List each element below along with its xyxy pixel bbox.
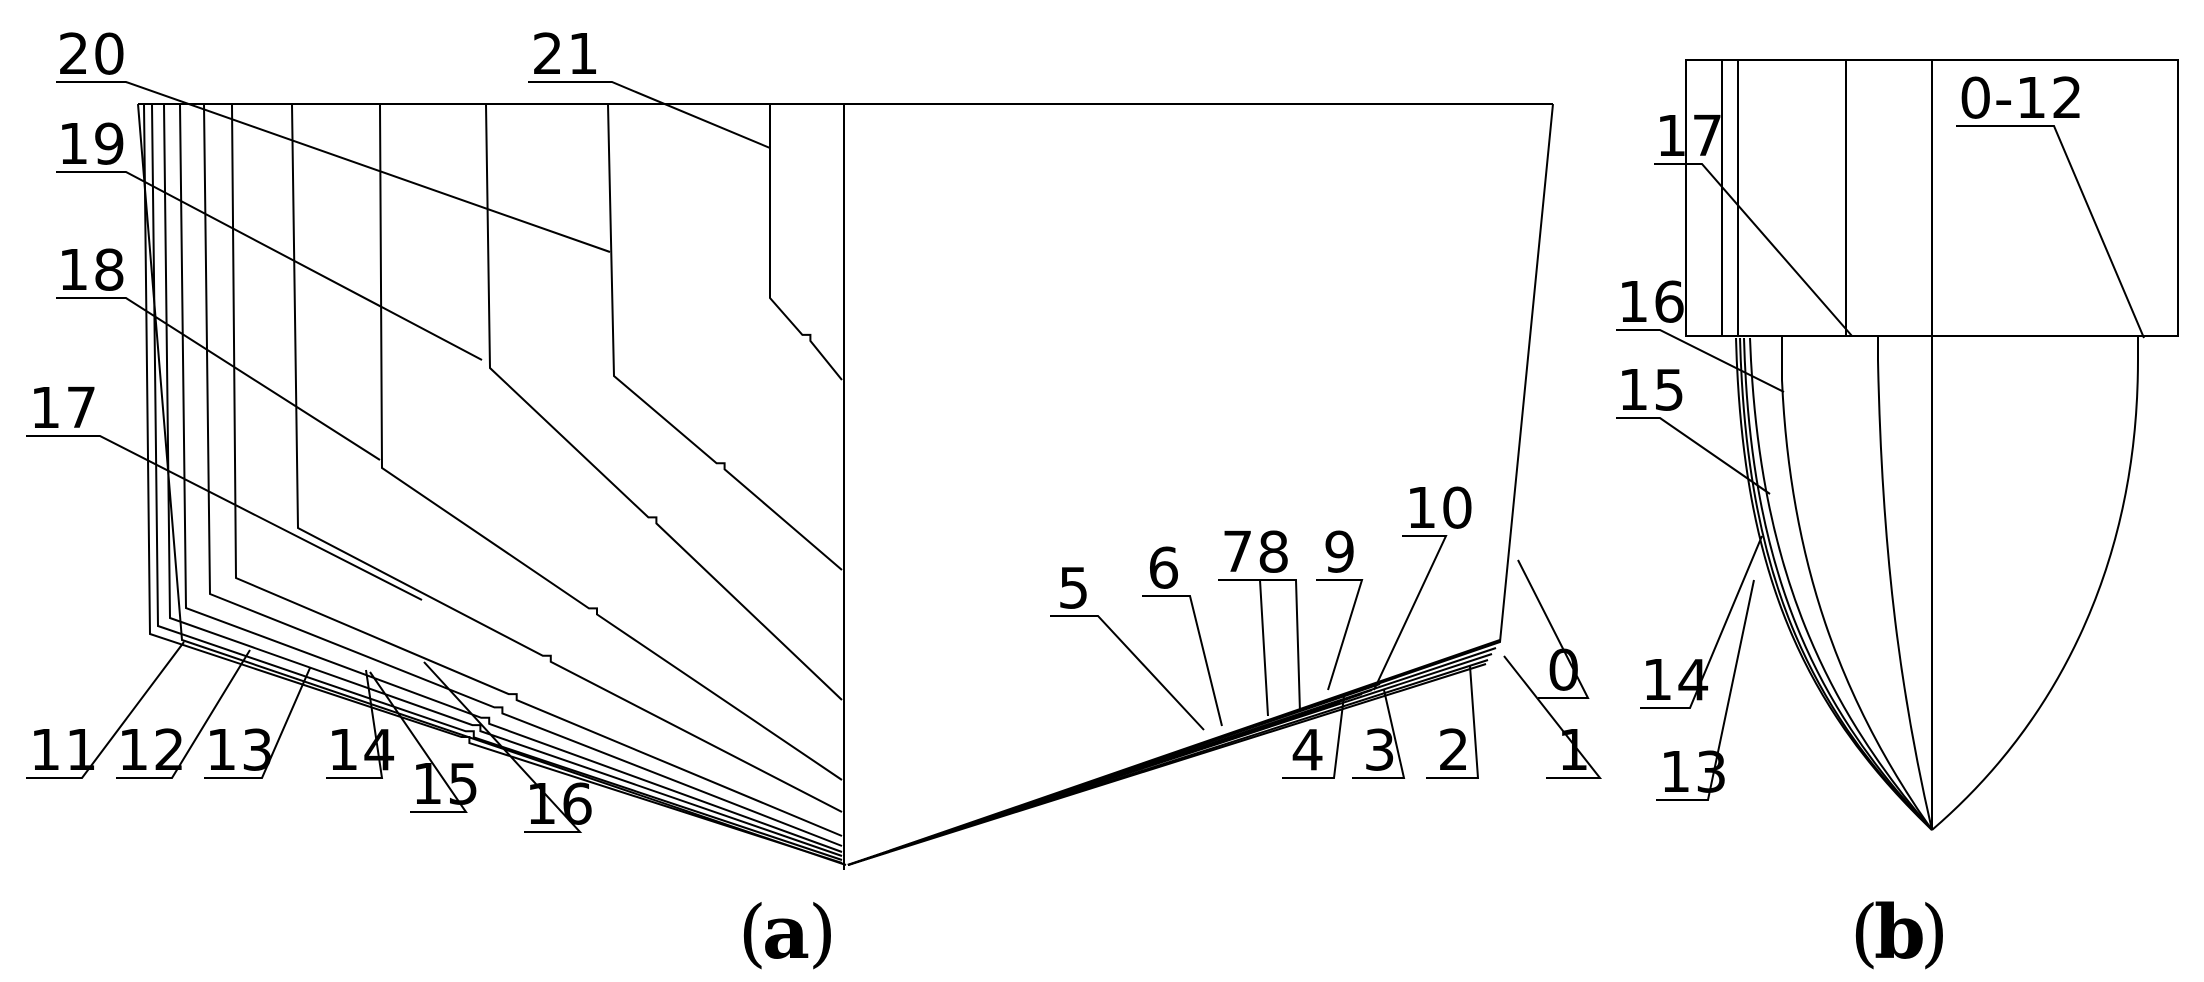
- station-line-right-9: [847, 701, 1341, 866]
- station-line-left-12: [151, 103, 843, 861]
- caption-b: ( b ): [1850, 890, 1949, 976]
- right-station-lines: [847, 639, 1501, 866]
- station-line-right-4: [847, 663, 1487, 866]
- caption-a-letter: a: [762, 890, 810, 976]
- station-label-3: 3: [1362, 719, 1398, 784]
- station-label-19: 19: [56, 113, 127, 178]
- station-label-11: 11: [28, 719, 99, 784]
- leader-lines-a: [26, 81, 1603, 833]
- station-line-left-13: [163, 103, 843, 857]
- station-label-b-16: 16: [1616, 271, 1687, 336]
- station-label-b-15: 15: [1616, 359, 1687, 424]
- caption-a: ( a ): [738, 890, 837, 976]
- station-line-left-20: [607, 103, 843, 571]
- station-label-17: 17: [28, 377, 99, 442]
- station-line-left-11: [143, 103, 843, 864]
- station-label-20: 20: [56, 23, 127, 88]
- station-label-0-12: 0-12: [1958, 67, 2085, 132]
- station-label-2: 2: [1436, 719, 1472, 784]
- station-label-b-14: 14: [1640, 649, 1711, 714]
- station-labels-b: 0-12 17 16 15 14 13: [1616, 67, 2085, 806]
- station-label-13: 13: [204, 719, 275, 784]
- panel-a-body-plan: 20 21 19 18 17 11 12 13 14 15 16 5 6 7 8…: [26, 23, 1603, 976]
- svg-text:): ): [1920, 890, 1949, 976]
- station-label-0: 0: [1546, 639, 1582, 704]
- station-label-9: 9: [1322, 521, 1358, 586]
- leader-lines-b: [1616, 125, 2145, 801]
- station-line-left-14: [179, 103, 843, 853]
- station-label-18: 18: [56, 239, 127, 304]
- svg-text:): ): [808, 890, 837, 976]
- station-labels-a: 20 21 19 18 17 11 12 13 14 15 16 5 6 7 8…: [28, 23, 1592, 838]
- station-label-4: 4: [1290, 719, 1326, 784]
- station-line-left-18: [379, 103, 843, 781]
- left-station-lines: [143, 103, 843, 864]
- svg-text:(: (: [1850, 890, 1879, 976]
- caption-b-letter: b: [1874, 890, 1926, 976]
- station-label-12: 12: [116, 719, 187, 784]
- station-label-5: 5: [1056, 557, 1092, 622]
- station-line-left-16: [231, 103, 843, 837]
- station-label-14: 14: [326, 719, 397, 784]
- station-label-8: 8: [1256, 521, 1292, 586]
- svg-text:(: (: [738, 890, 767, 976]
- station-label-15: 15: [410, 753, 481, 818]
- station-line-left-19: [485, 103, 843, 701]
- station-label-10: 10: [1404, 477, 1475, 542]
- station-label-16: 16: [524, 773, 595, 838]
- station-line-left-15: [203, 103, 843, 847]
- station-line-left-21: [769, 104, 843, 381]
- station-label-21: 21: [530, 23, 601, 88]
- station-line-left-17: [291, 103, 843, 813]
- station-label-b-13: 13: [1658, 741, 1729, 806]
- panel-b-bow-profile: 0-12 17 16 15 14 13 ( b ): [1616, 59, 2179, 976]
- station-label-1: 1: [1556, 719, 1592, 784]
- station-label-6: 6: [1146, 537, 1182, 602]
- station-label-b-17: 17: [1654, 105, 1725, 170]
- station-label-7: 7: [1220, 521, 1256, 586]
